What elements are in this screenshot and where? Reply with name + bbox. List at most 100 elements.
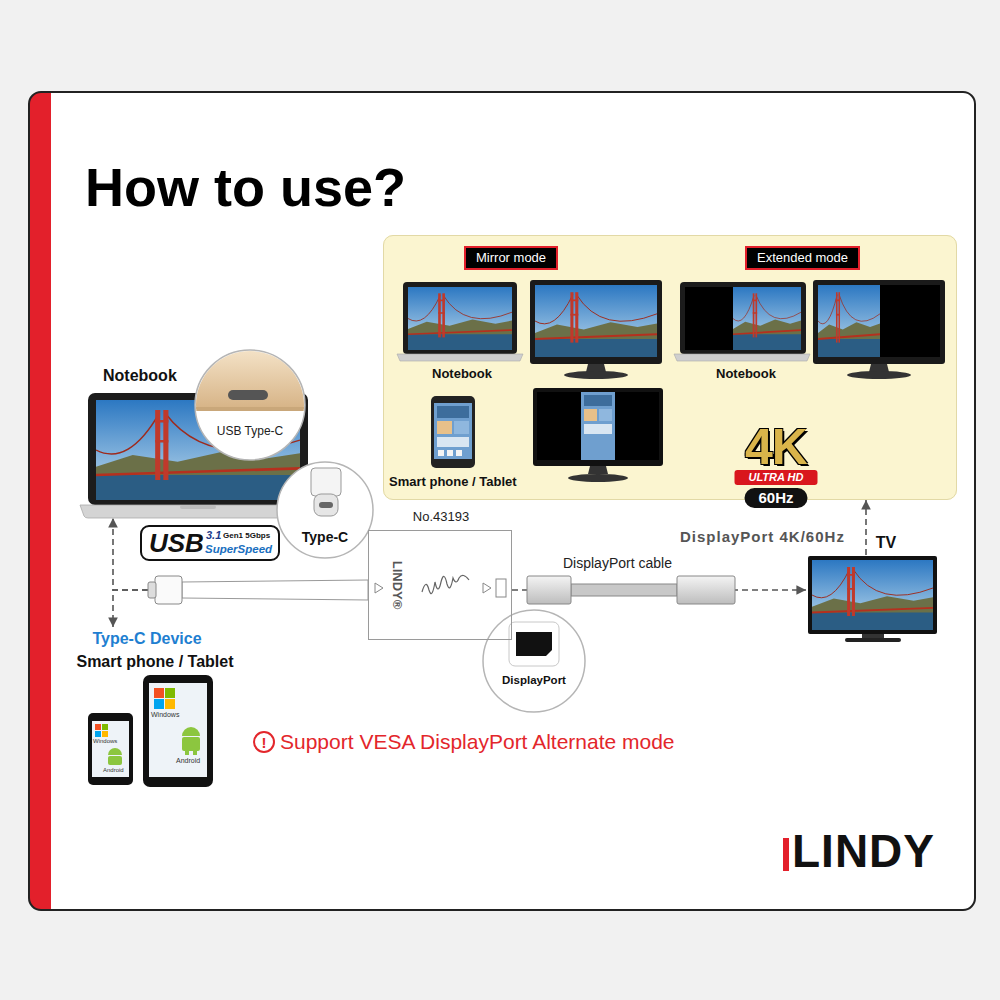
warning-icon xyxy=(254,732,274,752)
signal-label: DisplayPort 4K/60Hz xyxy=(680,528,845,546)
mirror-notebook xyxy=(408,287,512,350)
callout-label: Type-C xyxy=(302,529,348,546)
mirror-notebook xyxy=(397,282,523,361)
extended-notebook xyxy=(674,354,810,361)
note: Support VESA DisplayPort Alternate mode xyxy=(280,729,675,754)
frame xyxy=(29,92,975,910)
usb-c-cable xyxy=(148,582,156,598)
usb-c-port-callout xyxy=(195,350,305,460)
phone-illustration xyxy=(95,724,101,730)
resolution-logo: 4K xyxy=(745,422,807,472)
notebook-illustration xyxy=(80,393,316,518)
mirror-monitor xyxy=(564,371,628,379)
node-text: Mirror mode xyxy=(476,250,546,266)
usb-logo-frame xyxy=(141,526,279,560)
phone-monitor xyxy=(584,409,597,421)
dashed-arrow xyxy=(512,589,806,591)
panel-phone xyxy=(434,403,472,459)
frame xyxy=(29,92,51,910)
extended-notebook xyxy=(733,287,801,350)
dashed-arrow xyxy=(113,590,368,627)
extended-monitor xyxy=(847,371,911,379)
usb-c-port-callout xyxy=(228,390,268,400)
screen-text: Android xyxy=(103,767,124,773)
displayport-cable xyxy=(677,576,735,604)
cable-label: DisplayPort cable xyxy=(563,555,672,572)
node-text: No.43193 xyxy=(413,509,469,525)
tablet-illustration xyxy=(193,751,197,755)
displayport-cable xyxy=(571,584,677,596)
mode-panel: NotebookNotebookSmart phone / TabletMirr… xyxy=(383,235,957,500)
phone-illustration xyxy=(88,713,133,785)
tv-illustration xyxy=(862,634,884,638)
phone-illustration xyxy=(92,721,129,777)
usb-logo: Gen1 5Gbps xyxy=(223,532,270,540)
phone-illustration xyxy=(102,731,108,737)
mirror-monitor xyxy=(586,364,606,372)
resolution-logo: 60Hz xyxy=(744,488,807,508)
notebook-box: Notebook xyxy=(85,362,318,518)
adapter-box: No.43193 xyxy=(368,530,512,640)
tablet-illustration xyxy=(165,688,175,698)
phone-monitor xyxy=(533,388,663,466)
logo-bar xyxy=(783,838,789,871)
adapter-illustration xyxy=(368,530,512,640)
panel-phone xyxy=(431,396,475,468)
adapter-illustration xyxy=(368,530,512,640)
panel-phone xyxy=(454,421,469,434)
phone-monitor xyxy=(537,392,659,460)
mirror-notebook xyxy=(397,354,523,361)
panel-phone xyxy=(447,450,453,456)
usb-logo: USB xyxy=(149,530,204,556)
logo-bar xyxy=(783,838,789,871)
tablet-illustration xyxy=(149,683,207,777)
dashed-arrow xyxy=(865,500,867,555)
adapter-illustration xyxy=(422,575,469,593)
warning-icon xyxy=(254,732,274,752)
extended-monitor xyxy=(869,364,889,372)
tablet-illustration xyxy=(182,737,200,751)
panel-ground xyxy=(383,235,957,500)
phone-illustration xyxy=(108,748,122,755)
panel-phone xyxy=(437,406,469,418)
notebook-illustration xyxy=(180,505,216,509)
displayport-callout xyxy=(483,610,585,712)
screen-text: Windows xyxy=(151,711,179,718)
phone-monitor xyxy=(588,466,608,474)
screen-text: Windows xyxy=(93,738,117,744)
brand-logo: LINDY xyxy=(792,828,935,874)
mirror-notebook xyxy=(403,282,517,354)
displayport-callout xyxy=(509,622,559,666)
extended-monitor xyxy=(818,285,880,357)
notebook-illustration xyxy=(80,505,316,518)
notebook-illustration xyxy=(88,393,308,505)
usb-logo: 3.1 xyxy=(206,530,221,541)
tablet-illustration xyxy=(154,688,164,698)
usb-c-cable xyxy=(148,576,368,604)
node-text: Smart phone / Tablet xyxy=(76,652,233,671)
node-text: Type-C Device xyxy=(92,629,201,648)
phone-illustration xyxy=(95,731,101,737)
node-text: Notebook xyxy=(716,366,776,382)
phone-monitor xyxy=(599,409,612,421)
displayport-cable xyxy=(527,576,571,604)
device-box: Type-C DeviceSmart phone / Tablet xyxy=(55,627,255,792)
callout-label: DisplayPort xyxy=(502,674,566,688)
panel-phone xyxy=(437,437,469,447)
tablet-illustration xyxy=(182,727,200,736)
displayport-callout xyxy=(516,632,552,656)
mode-label: Mirror mode xyxy=(464,246,558,270)
node-text: TV xyxy=(876,533,896,552)
usb-c-port-callout xyxy=(195,350,305,460)
phone-monitor xyxy=(581,392,615,460)
dashed-arrow xyxy=(113,518,368,590)
mode-label: Extended mode xyxy=(745,246,860,270)
type-c-plug-callout xyxy=(277,462,373,558)
adapter-illustration xyxy=(496,579,506,597)
tv-illustration xyxy=(845,638,901,642)
displayport-cable xyxy=(527,576,735,604)
warning-mark: ! xyxy=(262,735,267,750)
tablet-illustration xyxy=(154,699,164,709)
resolution-logo: ULTRA HD xyxy=(735,470,818,485)
usb-logo-frame xyxy=(141,526,279,560)
